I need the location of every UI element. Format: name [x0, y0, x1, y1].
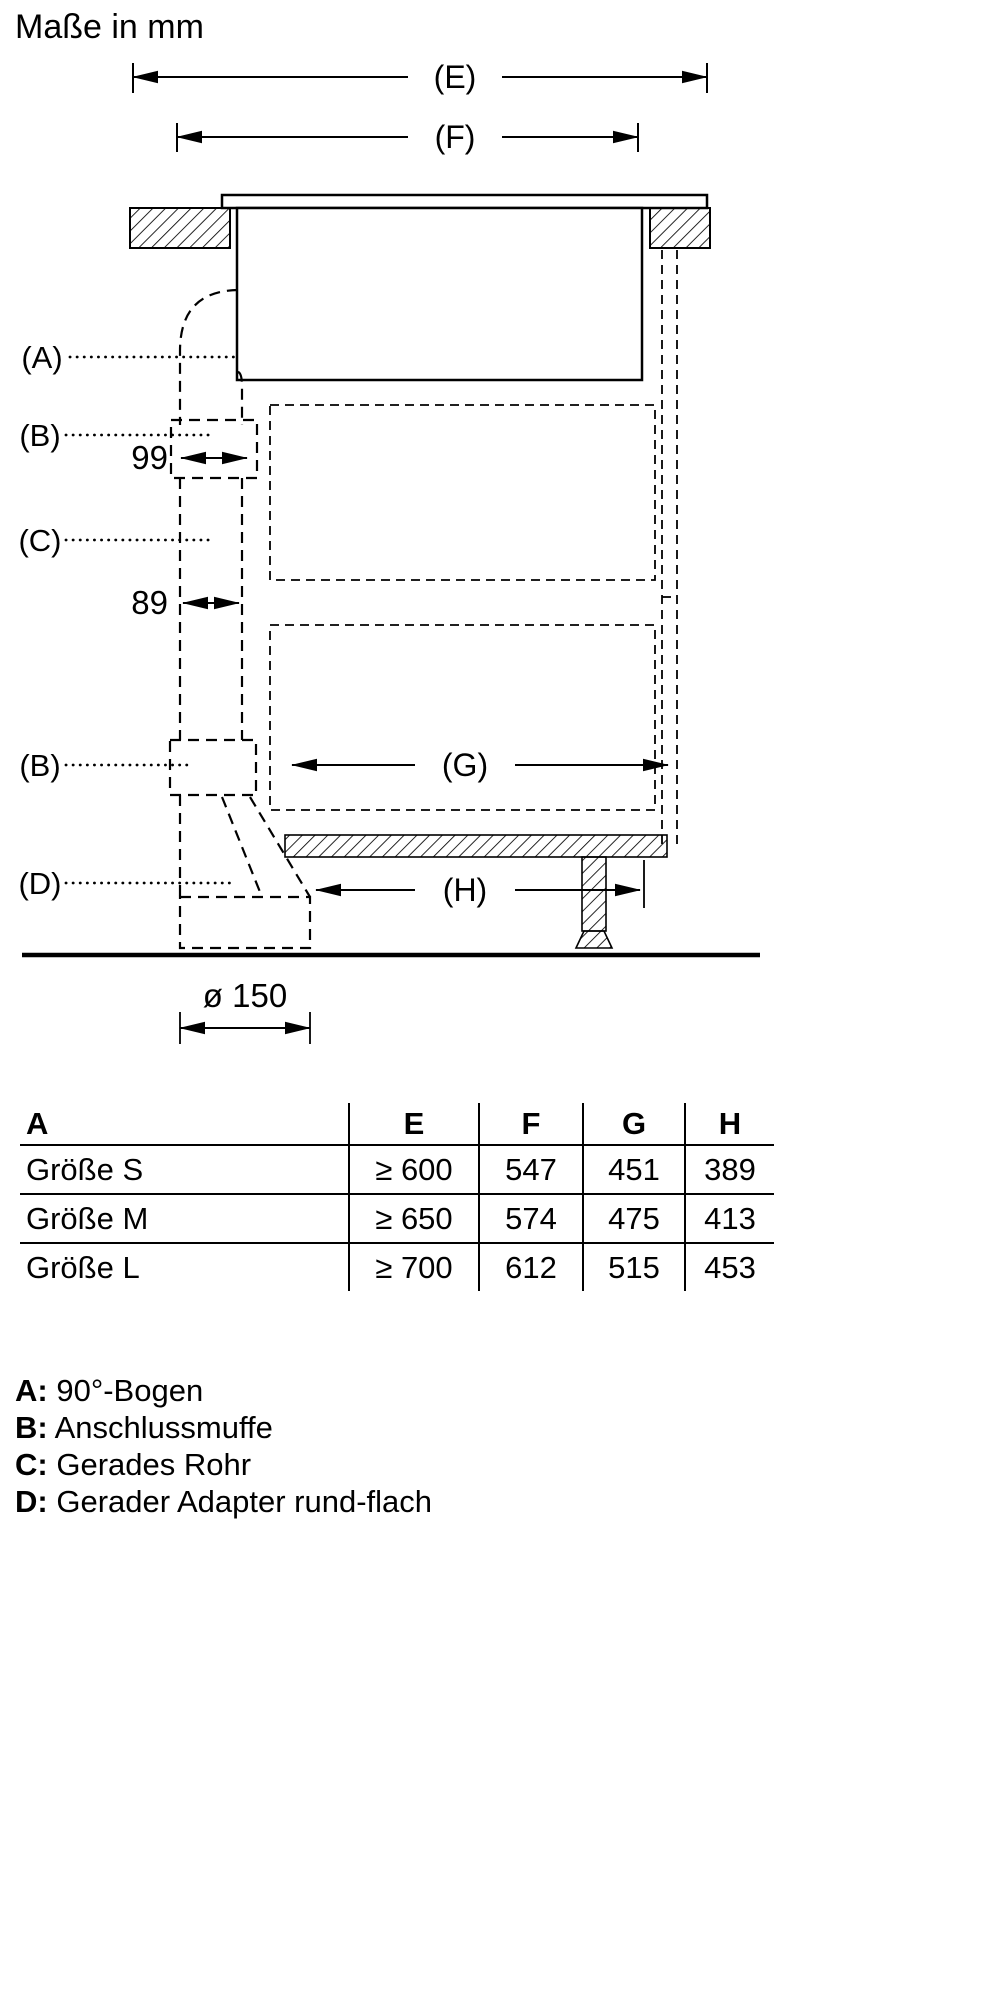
dimension-table: A E F G H Größe S ≥ 600 547 451 389 Größ… [20, 1103, 774, 1291]
cabinet-shelf [284, 834, 668, 858]
value-g: 515 [583, 1243, 686, 1291]
dimension-diameter-label: ø 150 [203, 977, 287, 1014]
part-a-label: (A) [21, 340, 62, 375]
table-header-row: A E F G H [20, 1103, 774, 1146]
dimension-h [315, 860, 645, 908]
legend-key-a: A: [15, 1373, 48, 1408]
value-e: ≥ 650 [349, 1194, 480, 1244]
value-f: 612 [479, 1243, 584, 1291]
cabinet-upper-outline [269, 404, 656, 581]
hob-glass-plate [220, 193, 709, 210]
legend-key-c: C: [15, 1447, 48, 1482]
legend-item-a: A: 90°-Bogen [15, 1372, 432, 1409]
page-title: Maße in mm [15, 8, 204, 46]
duct-elbow-a [178, 288, 244, 425]
value-f: 547 [479, 1145, 584, 1195]
duct-pipe-c [178, 478, 244, 740]
legend-text-b: Anschlussmuffe [54, 1410, 273, 1445]
legend-text-d: Gerader Adapter rund-flach [56, 1484, 433, 1519]
part-b2-label: (B) [19, 748, 60, 783]
installation-diagram: (E) (F) (G) (H) 99 89 [18, 59, 760, 1044]
dimension-f-label: (F) [435, 119, 476, 155]
worktop-right-section [649, 207, 711, 249]
legend-key-b: B: [15, 1410, 48, 1445]
legend-item-b: B: Anschlussmuffe [15, 1409, 432, 1446]
table-header-h: H [685, 1103, 774, 1146]
table-row-size-l: Größe L ≥ 700 612 515 453 [20, 1243, 774, 1291]
part-c-label: (C) [18, 523, 61, 558]
table-header-g: G [583, 1103, 686, 1146]
value-g: 451 [583, 1145, 686, 1195]
table-header-a: A [20, 1103, 350, 1146]
row-label: Größe M [20, 1194, 350, 1244]
part-b1-label: (B) [19, 418, 60, 453]
value-h: 389 [685, 1145, 774, 1195]
value-h: 413 [685, 1194, 774, 1244]
value-f: 574 [479, 1194, 584, 1244]
leader-lines [64, 355, 238, 885]
table-header-f: F [479, 1103, 584, 1146]
cabinet-leg [574, 856, 614, 949]
value-h: 453 [704, 1249, 756, 1285]
legend-item-d: D: Gerader Adapter rund-flach [15, 1483, 432, 1520]
part-d-label: (D) [18, 866, 61, 901]
dimension-g-label: (G) [442, 747, 488, 783]
legend-key-d: D: [15, 1484, 48, 1519]
appliance-body [235, 206, 644, 382]
duct-sleeve-b2 [168, 738, 258, 797]
row-label: Größe L [20, 1243, 350, 1291]
table-header-e: E [349, 1103, 480, 1146]
value-g: 475 [583, 1194, 686, 1244]
row-label: Größe S [20, 1145, 350, 1195]
table-row-size-s: Größe S ≥ 600 547 451 389 [20, 1145, 774, 1195]
legend-text-a: 90°-Bogen [56, 1373, 204, 1408]
dimension-e [132, 63, 708, 93]
legend-item-c: C: Gerades Rohr [15, 1446, 432, 1483]
value-e: ≥ 600 [349, 1145, 480, 1195]
dimension-99-label: 99 [131, 439, 168, 476]
dimension-89-label: 89 [131, 584, 168, 621]
table-row-size-m: Größe M ≥ 650 574 475 413 [20, 1194, 774, 1244]
value-e: ≥ 700 [349, 1243, 480, 1291]
dimension-f [176, 123, 639, 152]
cabinet-side-panel [661, 250, 678, 845]
legend: A: 90°-Bogen B: Anschlussmuffe C: Gerade… [15, 1372, 432, 1520]
legend-text-c: Gerades Rohr [56, 1447, 252, 1482]
dimension-e-label: (E) [434, 59, 477, 95]
duct-sleeve-b1 [169, 418, 259, 480]
dimension-h-label: (H) [443, 872, 487, 908]
duct-adapter-d [178, 795, 312, 950]
dimension-diameter [179, 1012, 311, 1044]
worktop-left-section [129, 207, 231, 249]
